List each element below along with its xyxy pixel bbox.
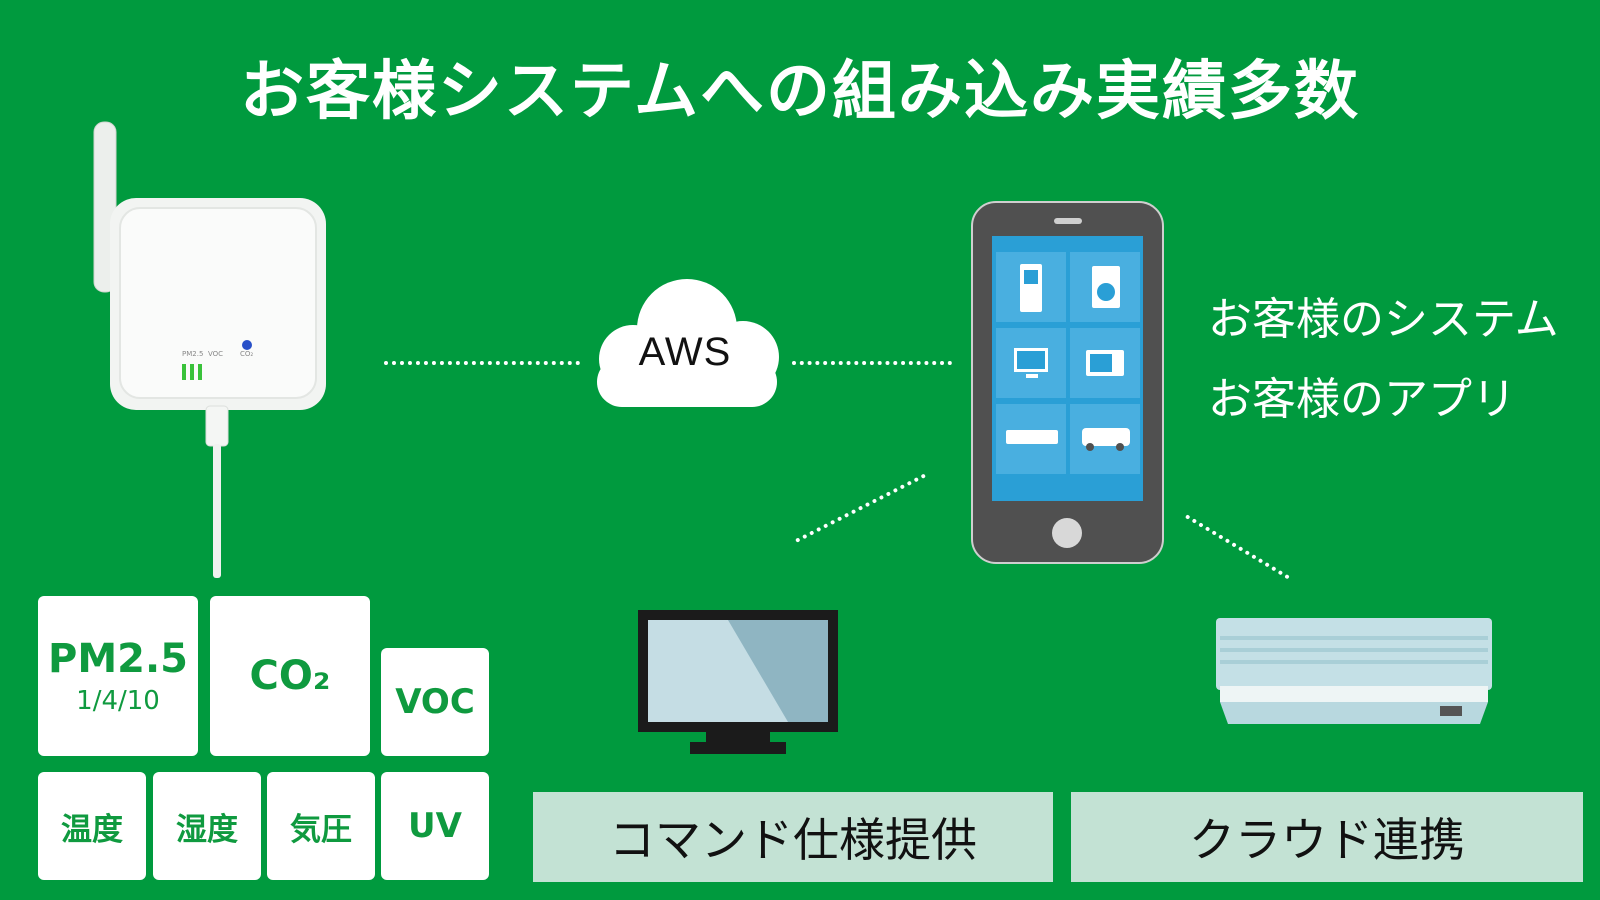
command-spec-text: コマンド仕様提供 (609, 813, 977, 867)
tile-uv: UV (381, 772, 489, 880)
tile-humidity: 湿度 (153, 772, 261, 880)
tile-temperature-label: 温度 (61, 811, 123, 848)
smartphone-icon (970, 200, 1165, 565)
sensor-device: PM2.5 VOC CO₂ (90, 120, 350, 580)
tile-pm25-sub: 1/4/10 (76, 686, 160, 716)
cloud-link-text: クラウド連携 (1189, 813, 1465, 867)
device-label-co2: CO₂ (240, 350, 253, 358)
connector-device-cloud (384, 361, 580, 365)
device-label-voc: VOC (208, 350, 223, 358)
tile-pm25: PM2.5 1/4/10 (38, 596, 198, 756)
air-conditioner-icon (1216, 618, 1492, 730)
page-title: お客様システムへの組み込み実績多数 (239, 55, 1361, 129)
tile-voc-label: VOC (395, 682, 475, 722)
tile-temperature: 温度 (38, 772, 146, 880)
device-label-pm: PM2.5 (182, 350, 203, 358)
command-spec-caption: コマンド仕様提供 (533, 792, 1053, 882)
tile-pressure-label: 気圧 (290, 811, 352, 848)
tile-humidity-label: 湿度 (176, 811, 238, 848)
customer-system-text: お客様のシステム (1208, 294, 1559, 345)
tile-co2: CO₂ (210, 596, 370, 756)
tv-monitor-icon (638, 610, 838, 759)
tile-pm25-label: PM2.5 (48, 636, 188, 682)
connector-phone-aircon (1184, 514, 1290, 580)
tile-co2-label: CO₂ (249, 653, 331, 699)
aws-cloud-icon (575, 265, 795, 415)
aws-label: AWS (638, 330, 732, 374)
tile-uv-label: UV (408, 806, 462, 846)
cloud-link-caption: クラウド連携 (1071, 792, 1583, 882)
tile-voc: VOC (381, 648, 489, 756)
tile-pressure: 気圧 (267, 772, 375, 880)
customer-app-text: お客様のアプリ (1208, 374, 1516, 425)
connector-cloud-phone (792, 361, 952, 365)
connector-phone-tv (795, 473, 927, 543)
